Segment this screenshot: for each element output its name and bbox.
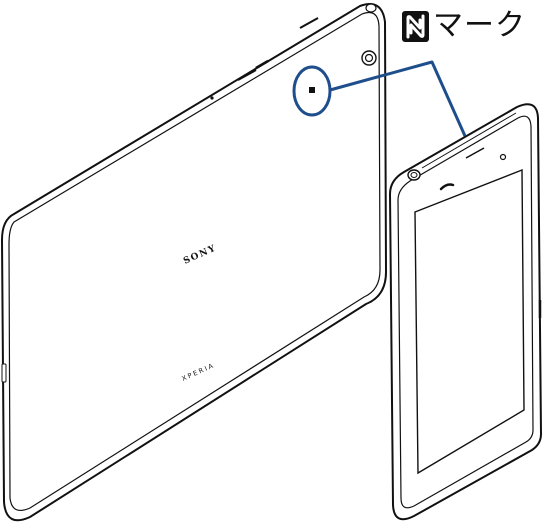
phone-bezel: [397, 115, 534, 509]
nfc-n-mark-icon: [402, 10, 429, 42]
tablet-nfc-mark: [309, 87, 315, 93]
tablet-mic-hole: [210, 96, 214, 100]
smartphone: [388, 103, 543, 521]
tablet-headphone-jack: [365, 3, 377, 13]
tablet-back-panel: [8, 11, 381, 511]
phone-front-camera: [499, 153, 507, 161]
phone-headphone-jack-inner: [410, 172, 418, 178]
tablet-side-port: [1, 363, 7, 383]
tablet-camera-lens: [364, 53, 374, 63]
tablet-volume-key: [237, 69, 257, 81]
callout-label: マーク: [402, 6, 526, 46]
tablet-top-slot: [299, 17, 319, 29]
callout-leader-line: [329, 60, 467, 137]
phone-top-slot: [465, 147, 485, 159]
phone-earpiece: [439, 183, 455, 191]
tablet-power-key: [255, 59, 269, 70]
callout: [292, 60, 467, 137]
callout-text: マーク: [433, 8, 526, 43]
tablet: SONY XPERIA: [0, 3, 388, 522]
phone-top-edge-line: [421, 112, 517, 169]
phone-screen: [414, 168, 525, 475]
nfc-position-highlight: [292, 65, 332, 117]
tablet-body: [0, 3, 388, 522]
